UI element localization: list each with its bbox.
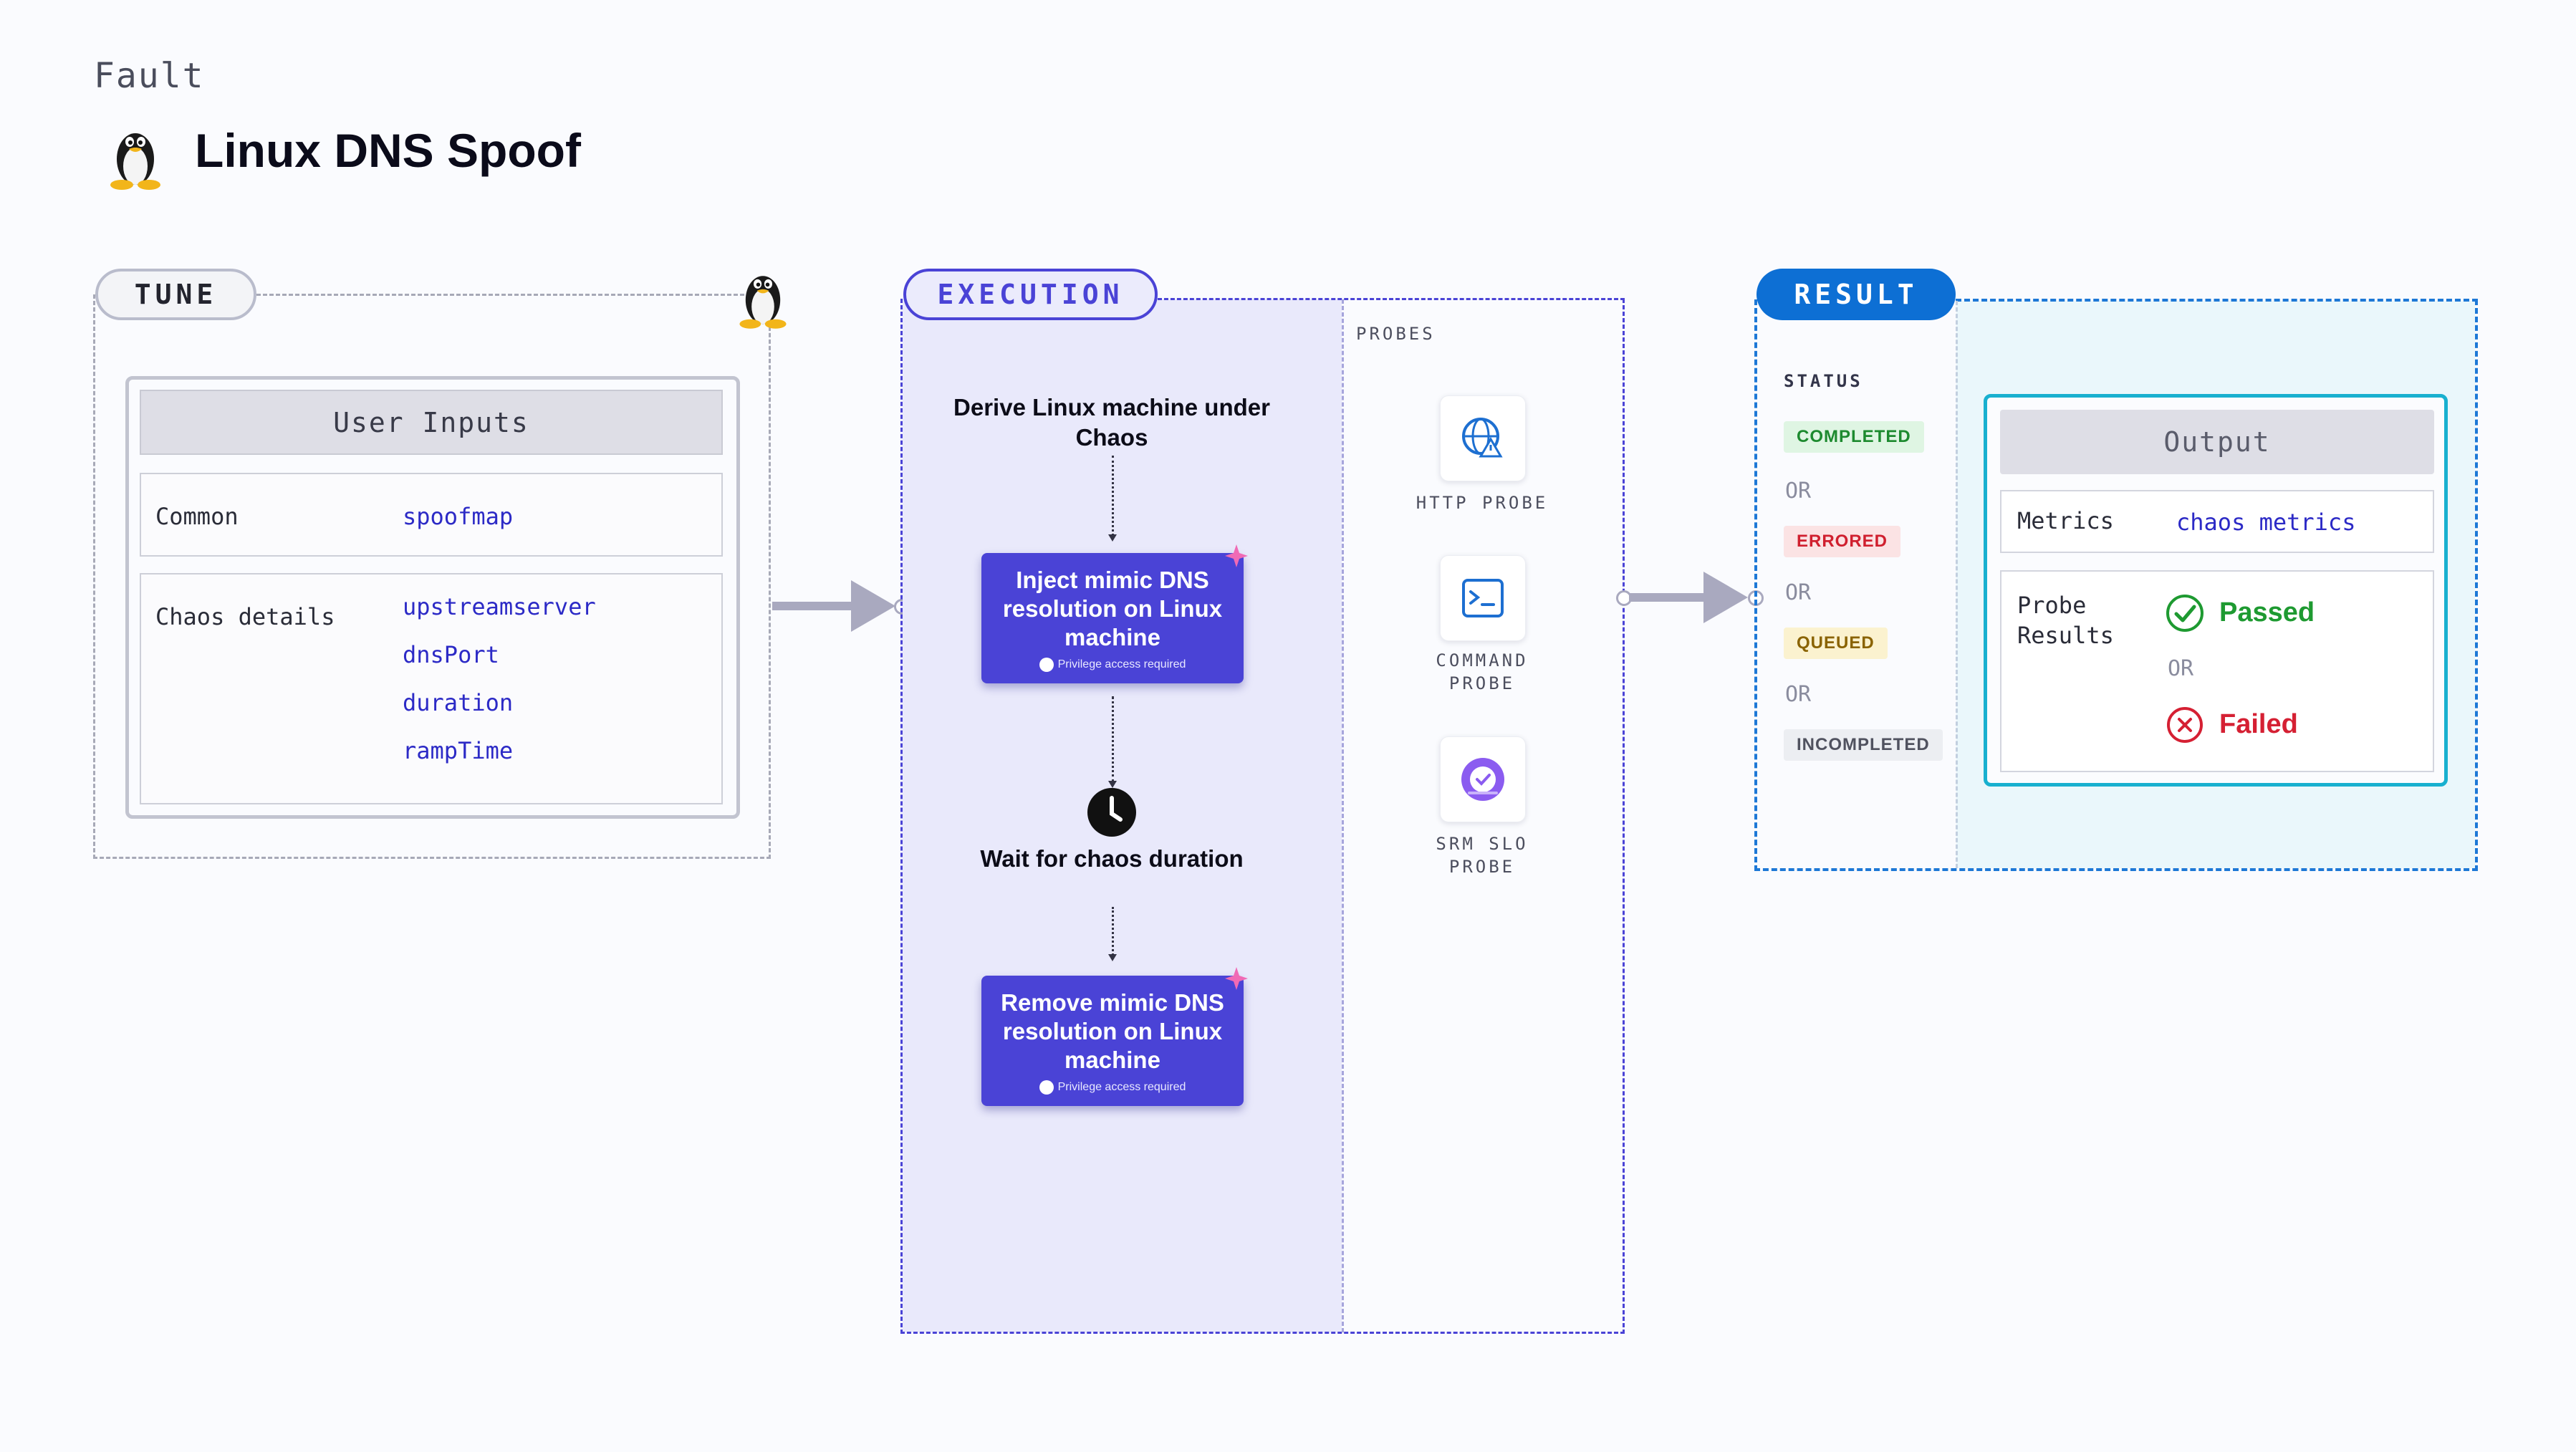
flow-arrow-head	[1108, 534, 1117, 542]
input-row-label: Chaos details	[155, 603, 335, 630]
or-separator: OR	[1785, 479, 1812, 504]
step-inject-title: Inject mimic DNS resolution on Linux mac…	[1002, 567, 1223, 650]
http-probe-label: HTTP PROBE	[1416, 493, 1549, 513]
result-pill: RESULT	[1756, 269, 1956, 320]
linux-tux-icon	[734, 265, 792, 330]
srm-slo-probe-icon	[1440, 736, 1526, 822]
status-badge-completed: COMPLETED	[1784, 421, 1924, 453]
output-row-probe-results: Probe Results Passed OR Failed	[2000, 570, 2434, 772]
input-value-duration: duration	[403, 689, 514, 716]
flow-arrow-head	[1108, 781, 1117, 788]
flow-arrow-line	[772, 602, 858, 610]
probe-results-label: Probe Results	[2017, 592, 2114, 649]
step-derive-machine: Derive Linux machine under Chaos	[953, 394, 1270, 451]
page-title: Linux DNS Spoof	[195, 124, 581, 177]
input-row-chaos-details: Chaos details upstreamserver dnsPort dur…	[140, 573, 723, 804]
status-badge-queued: QUEUED	[1784, 628, 1888, 659]
clock-icon	[1086, 787, 1138, 838]
execution-pill: EXECUTION	[903, 269, 1158, 320]
input-value-upstreamserver: upstreamserver	[403, 593, 596, 620]
chaos-spark-icon	[1225, 544, 1248, 567]
result-section-top-border	[1956, 299, 2478, 302]
input-row-common: Common spoofmap	[140, 473, 723, 557]
lock-icon	[1039, 1080, 1054, 1095]
command-probe-label: COMMAND PROBE	[1436, 650, 1529, 693]
x-circle-icon	[2167, 707, 2203, 743]
fault-eyebrow: Fault	[94, 56, 205, 96]
output-row-metrics: Metrics chaos metrics	[2000, 490, 2434, 553]
result-section-border	[1754, 299, 2478, 871]
flow-dotted-line	[1112, 907, 1114, 956]
probe-passed-text: Passed	[2219, 597, 2315, 628]
or-separator: OR	[2168, 656, 2194, 681]
chaos-spark-icon	[1225, 967, 1248, 990]
srm-slo-probe-label: SRM SLO PROBE	[1436, 834, 1529, 877]
input-value-ramptime: rampTime	[403, 737, 514, 764]
flow-dotted-line	[1112, 456, 1114, 536]
execution-section-border	[900, 299, 1625, 1334]
status-label: STATUS	[1784, 371, 1863, 391]
input-value-dnsport: dnsPort	[403, 641, 499, 668]
privilege-note: Privilege access required	[981, 658, 1244, 672]
result-divider	[1956, 301, 1958, 868]
flow-arrow-head	[1703, 572, 1748, 623]
tune-section-top-border	[256, 294, 751, 296]
or-separator: OR	[1785, 580, 1812, 605]
step-remove-title: Remove mimic DNS resolution on Linux mac…	[1001, 989, 1224, 1073]
lock-icon	[1039, 658, 1054, 672]
execution-probes-divider	[1342, 299, 1344, 1332]
flow-dotted-line	[1112, 696, 1114, 782]
tune-section-border	[93, 294, 771, 859]
privilege-note: Privilege access required	[981, 1080, 1244, 1095]
metrics-label: Metrics	[2017, 507, 2114, 534]
input-value-spoofmap: spoofmap	[403, 503, 514, 530]
flow-arrow-line	[1629, 593, 1708, 602]
probes-label: PROBES	[1356, 324, 1436, 344]
execution-section-top-border	[1158, 298, 1625, 300]
status-badge-incompleted: INCOMPLETED	[1784, 729, 1943, 761]
step-remove-card: Remove mimic DNS resolution on Linux mac…	[981, 967, 1248, 1106]
output-title: Output	[2000, 410, 2434, 474]
probe-failed-text: Failed	[2219, 709, 2298, 739]
step-wait-duration: Wait for chaos duration	[980, 845, 1244, 872]
flow-arrow-head	[851, 580, 895, 632]
user-inputs-title: User Inputs	[140, 390, 723, 455]
tune-pill: TUNE	[95, 269, 256, 320]
status-badge-errored: ERRORED	[1784, 526, 1901, 557]
metrics-value: chaos metrics	[2176, 509, 2356, 536]
flow-arrow-head	[1108, 954, 1117, 961]
input-row-label: Common	[155, 503, 239, 530]
step-inject-card: Inject mimic DNS resolution on Linux mac…	[981, 544, 1248, 683]
linux-tux-icon	[105, 122, 166, 191]
http-probe-icon	[1440, 395, 1526, 481]
check-circle-icon	[2166, 595, 2203, 632]
or-separator: OR	[1785, 682, 1812, 707]
command-probe-icon	[1440, 555, 1526, 641]
